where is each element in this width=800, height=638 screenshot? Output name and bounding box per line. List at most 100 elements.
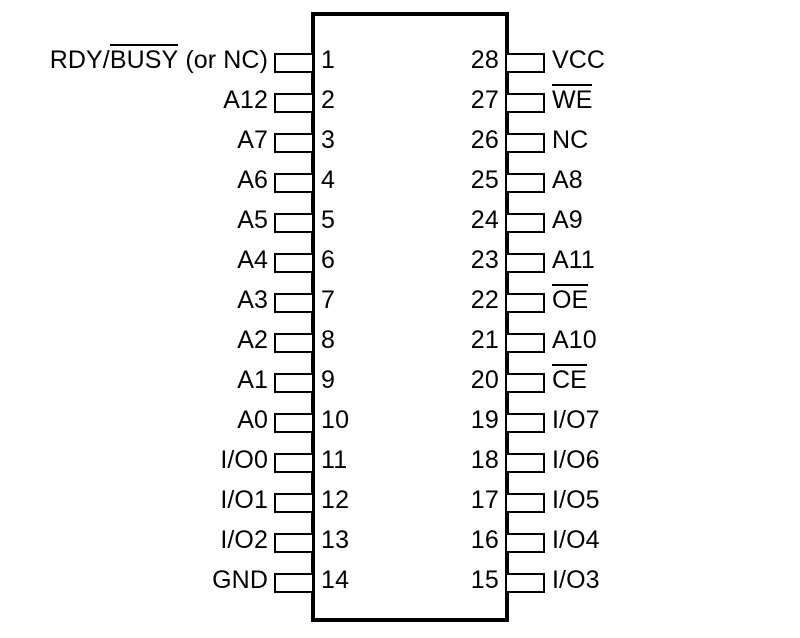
pin-number-22: 22 bbox=[470, 286, 499, 314]
pin-label-3: A7 bbox=[237, 126, 268, 154]
chip-body-outline bbox=[311, 12, 509, 622]
pin-number-2: 2 bbox=[321, 86, 336, 114]
pin-label-21: A10 bbox=[552, 326, 597, 354]
pin-number-18: 18 bbox=[470, 446, 499, 474]
pin-row[interactable]: 18 I/O6 bbox=[0, 440, 800, 480]
pin-stub-20 bbox=[507, 373, 545, 393]
pin-number-7: 7 bbox=[321, 286, 336, 314]
pin-number-12: 12 bbox=[321, 486, 350, 514]
pin-label-2: A12 bbox=[223, 86, 268, 114]
pin-label-14: GND bbox=[212, 566, 268, 594]
pin-row[interactable]: 12 I/O1 bbox=[0, 480, 800, 520]
pin-number-17: 17 bbox=[470, 486, 499, 514]
pin-label-23: A11 bbox=[552, 246, 595, 274]
pin-stub-26 bbox=[507, 133, 545, 153]
pin-label-7: A3 bbox=[237, 286, 268, 314]
pin-row[interactable]: 8 A2 bbox=[0, 320, 800, 360]
pin-row[interactable]: 7 A3 bbox=[0, 280, 800, 320]
pin-number-1: 1 bbox=[321, 46, 336, 74]
pin-stub-1 bbox=[274, 53, 312, 73]
pin-stub-17 bbox=[507, 493, 545, 513]
pin-row[interactable]: 6 A4 bbox=[0, 240, 800, 280]
pin-label-22: OE bbox=[552, 280, 800, 320]
pin-stub-19 bbox=[507, 413, 545, 433]
pin-row[interactable]: 20 CE bbox=[0, 360, 800, 400]
pin-stub-23 bbox=[507, 253, 545, 273]
pin-number-26: 26 bbox=[470, 126, 499, 154]
pin-label-6: A4 bbox=[237, 246, 268, 274]
pin-row[interactable]: 16 I/O4 bbox=[0, 520, 800, 560]
pin-row[interactable]: 21 A10 bbox=[0, 320, 800, 360]
pin-label-20: CE bbox=[552, 360, 800, 400]
pin-label-13: I/O2 bbox=[220, 526, 268, 554]
pin-number-10: 10 bbox=[321, 406, 350, 434]
pin-number-8: 8 bbox=[321, 326, 336, 354]
pin-label-10: A0 bbox=[237, 406, 268, 434]
pin-number-21: 21 bbox=[470, 326, 499, 354]
pin-label-11: I/O0 bbox=[220, 446, 268, 474]
pin-number-16: 16 bbox=[470, 526, 499, 554]
pin-stub-16 bbox=[507, 533, 545, 553]
pin-stub-22 bbox=[507, 293, 545, 313]
pin-row[interactable]: 17 I/O5 bbox=[0, 480, 800, 520]
active-low-overline: CE bbox=[552, 360, 587, 400]
pin-stub-15 bbox=[507, 573, 545, 593]
pin-number-6: 6 bbox=[321, 246, 336, 274]
pin-label-19: I/O7 bbox=[552, 406, 600, 434]
pin-number-24: 24 bbox=[470, 206, 499, 234]
pin-stub-14 bbox=[274, 573, 312, 593]
pin-number-20: 20 bbox=[470, 366, 499, 394]
active-low-overline: OE bbox=[552, 280, 589, 320]
pin-label-17: I/O5 bbox=[552, 486, 600, 514]
pin-label-1: RDY/BUSY (or NC) bbox=[0, 40, 268, 80]
pin-row[interactable]: 24 A9 bbox=[0, 200, 800, 240]
pin-label-9: A1 bbox=[237, 366, 268, 394]
pin-label-25: A8 bbox=[552, 166, 583, 194]
pin-label-18: I/O6 bbox=[552, 446, 600, 474]
pin-row[interactable]: 10 A0 bbox=[0, 400, 800, 440]
pin-stub-9 bbox=[274, 373, 312, 393]
pin-number-11: 11 bbox=[321, 446, 348, 474]
pin-row[interactable]: 19 I/O7 bbox=[0, 400, 800, 440]
pin-number-5: 5 bbox=[321, 206, 336, 234]
pin-stub-13 bbox=[274, 533, 312, 553]
pin-stub-12 bbox=[274, 493, 312, 513]
pin-stub-5 bbox=[274, 213, 312, 233]
pin-stub-8 bbox=[274, 333, 312, 353]
pin-stub-28 bbox=[507, 53, 545, 73]
pin-stub-3 bbox=[274, 133, 312, 153]
pin-stub-4 bbox=[274, 173, 312, 193]
pin-row[interactable]: 26 NC bbox=[0, 120, 800, 160]
pin-number-28: 28 bbox=[470, 46, 499, 74]
pin-label-28: VCC bbox=[552, 46, 606, 74]
pin-label-12: I/O1 bbox=[220, 486, 268, 514]
pin-label-26: NC bbox=[552, 126, 589, 154]
pin-number-19: 19 bbox=[470, 406, 499, 434]
pin-label-24: A9 bbox=[552, 206, 583, 234]
pin-number-4: 4 bbox=[321, 166, 336, 194]
pin-row[interactable]: 28 VCC bbox=[0, 40, 800, 80]
pin-row[interactable]: 2 A12 bbox=[0, 80, 800, 120]
pin-number-15: 15 bbox=[470, 566, 499, 594]
pin-row[interactable]: 11 I/O0 bbox=[0, 440, 800, 480]
pin-label-8: A2 bbox=[237, 326, 268, 354]
pin-label-16: I/O4 bbox=[552, 526, 600, 554]
pin-row[interactable]: 1 RDY/BUSY (or NC) bbox=[0, 40, 800, 80]
pin-stub-2 bbox=[274, 93, 312, 113]
pin-stub-25 bbox=[507, 173, 545, 193]
pin-stub-18 bbox=[507, 453, 545, 473]
pin-row[interactable]: 22 OE bbox=[0, 280, 800, 320]
pin-stub-7 bbox=[274, 293, 312, 313]
active-low-overline: BUSY bbox=[109, 40, 179, 80]
